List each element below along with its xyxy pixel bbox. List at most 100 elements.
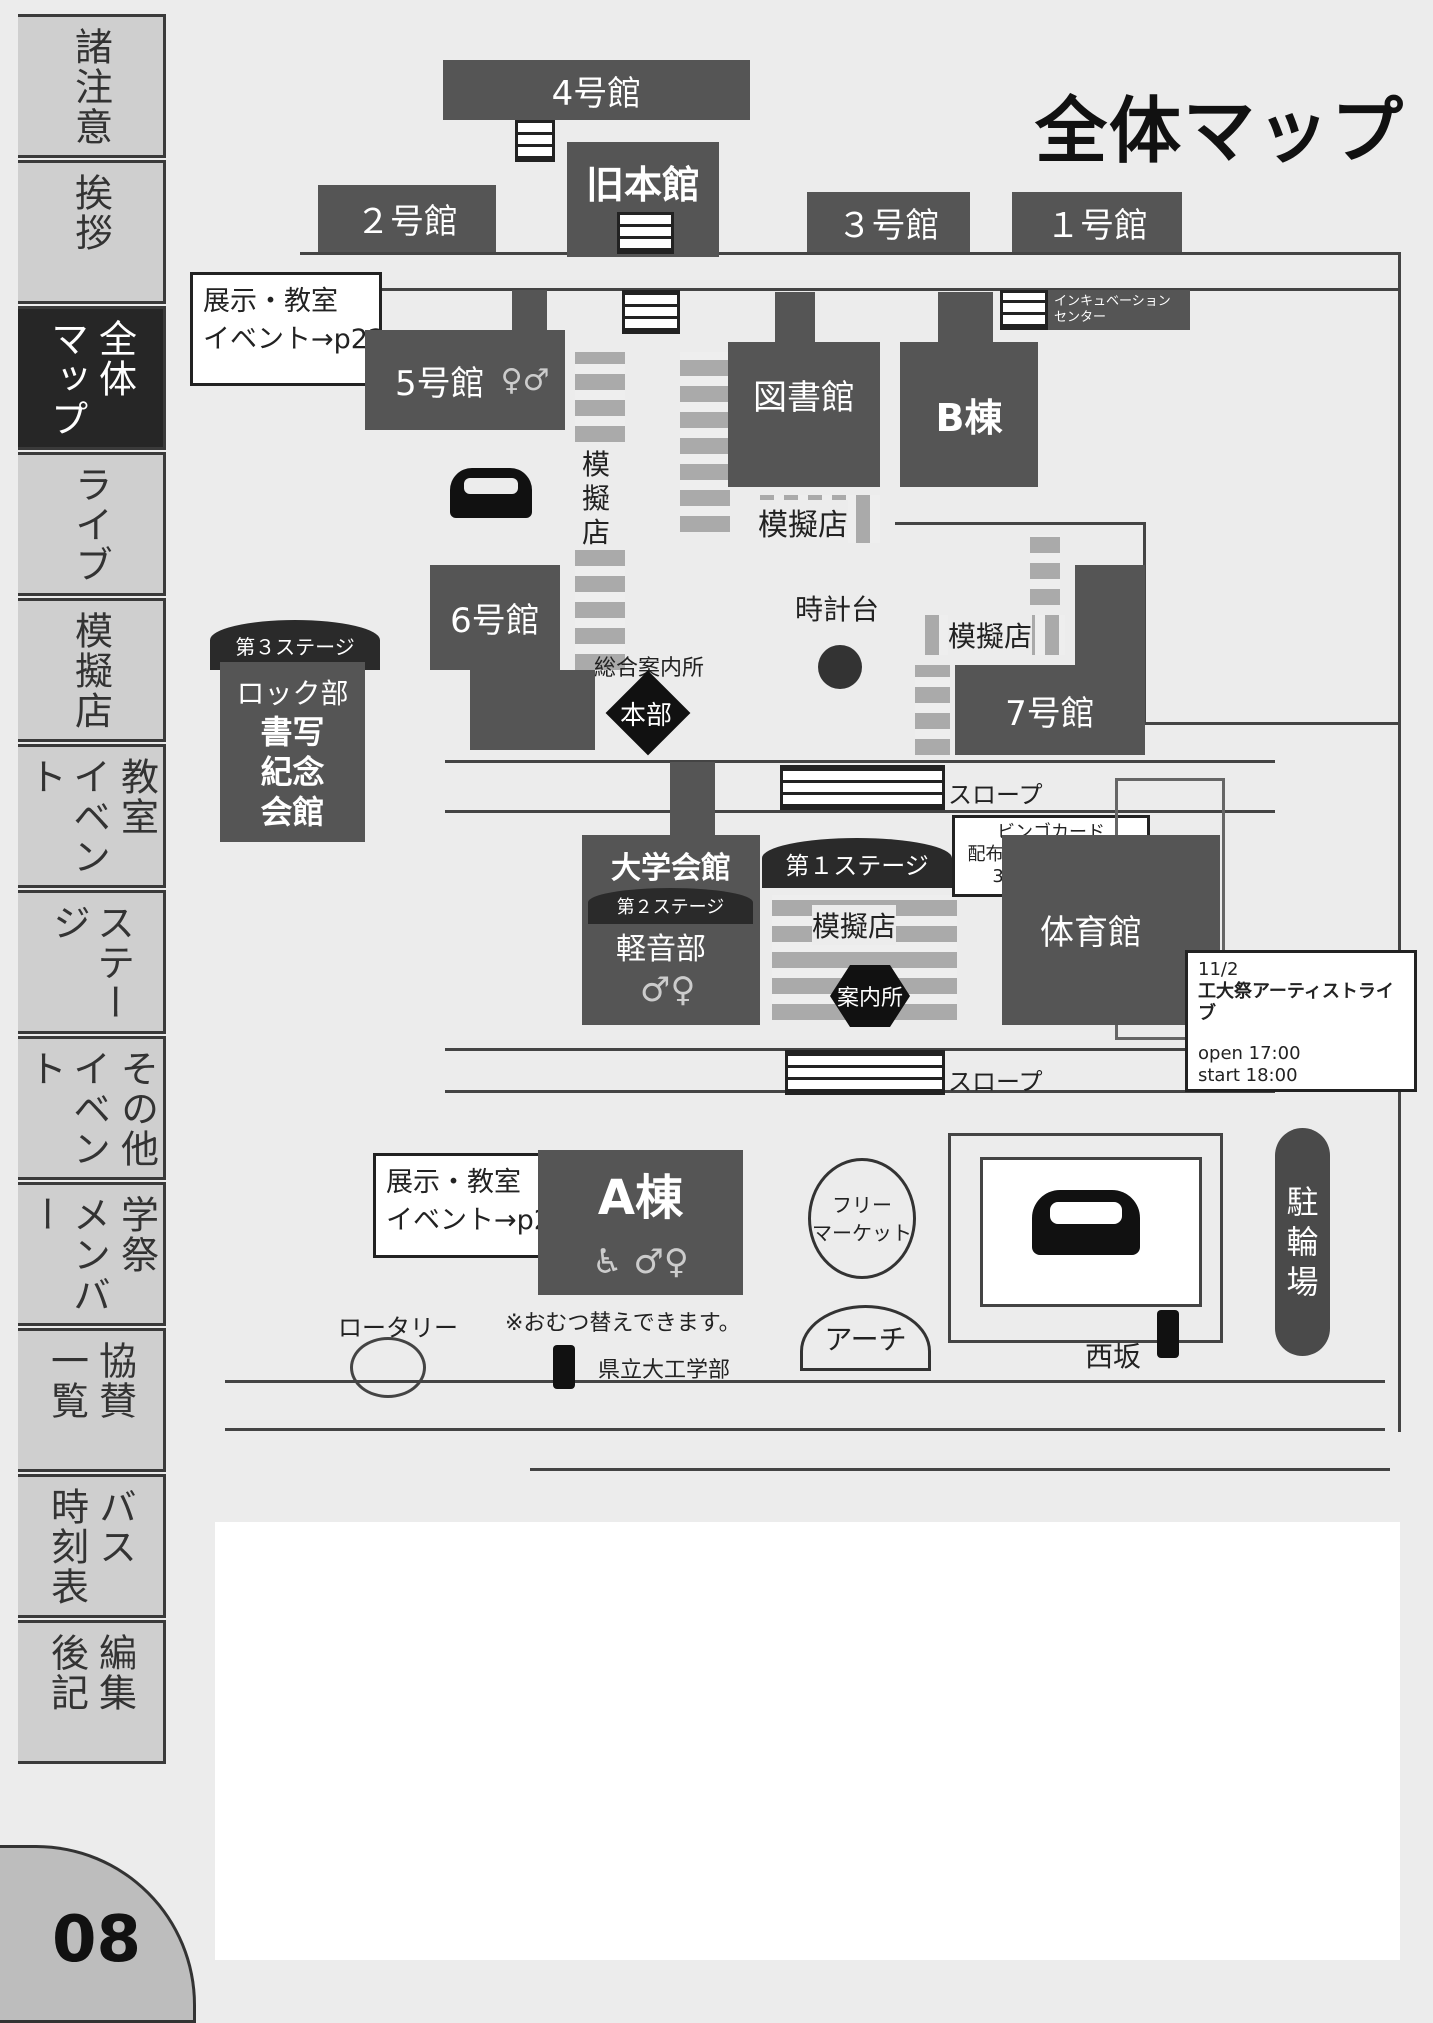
blank-panel xyxy=(215,1522,1400,1960)
university-hall-label: 大学会館 xyxy=(611,851,731,886)
university-hall[interactable]: 大学会館 xyxy=(582,835,760,1025)
section-tab-1[interactable]: 挨拶 xyxy=(18,160,166,304)
building-6-wing xyxy=(470,670,595,750)
section-tab-label: 後記 xyxy=(44,1633,89,1713)
live-title: 工大祭アーティストライブ xyxy=(1198,981,1394,1024)
road xyxy=(445,810,1275,813)
shosha-memorial-hall[interactable]: ロック部 書写 紀念 会館 xyxy=(220,662,365,842)
parking-lot xyxy=(948,1133,1223,1343)
clock-tower-label: 時計台 xyxy=(795,593,880,626)
building-2[interactable]: ２号館 xyxy=(318,185,496,252)
road xyxy=(225,1380,1385,1383)
section-tab-label: 時刻表 xyxy=(44,1487,89,1607)
stall-label-central: 模擬店 xyxy=(812,905,897,945)
stall-area xyxy=(1030,535,1060,605)
stage-1-banner[interactable]: 第１ステージ xyxy=(762,838,952,888)
section-tab-5[interactable]: 教室イベント xyxy=(18,744,166,888)
section-tab-4[interactable]: 模擬店 xyxy=(18,598,166,742)
section-tab-label: 学祭 xyxy=(114,1195,159,1275)
restroom-icon: ♀♂ xyxy=(500,362,550,398)
stall-label-library: 模擬店 xyxy=(758,500,848,544)
section-tab-9[interactable]: 協賛一覧 xyxy=(18,1328,166,1472)
slope-stairs xyxy=(780,765,945,810)
exhibit-callout-p24[interactable]: 展示・教室 イベント→p24 xyxy=(373,1153,568,1258)
building-5[interactable]: 5号館 ♀♂ xyxy=(365,330,565,430)
exhibit-callout-p22[interactable]: 展示・教室 イベント→p22 xyxy=(190,272,385,386)
section-tab-label: 全体 xyxy=(92,319,137,399)
section-tab-label: イベント xyxy=(22,757,111,877)
section-tab-label: 教室 xyxy=(114,757,159,837)
section-tab-8[interactable]: 学祭メンバー xyxy=(18,1182,166,1326)
building-4[interactable]: 4号館 xyxy=(443,60,750,120)
library[interactable]: 図書館 xyxy=(728,342,880,487)
live-start: start 18:00 xyxy=(1198,1065,1298,1086)
car-icon xyxy=(450,468,532,518)
section-tab-label: バス xyxy=(92,1487,137,1567)
nishizaka-label: 西坂 xyxy=(1085,1340,1142,1373)
section-tab-label: 編集 xyxy=(92,1633,137,1713)
bus-stop-icon[interactable] xyxy=(1157,1310,1179,1358)
diaper-note: ※おむつ替えできます。 xyxy=(505,1311,741,1336)
stage-2-banner[interactable]: 第２ステージ xyxy=(588,888,753,924)
section-tab-2[interactable]: 全体マップ xyxy=(18,306,166,450)
page-number-badge: 08 xyxy=(0,1845,196,2023)
building-7[interactable]: 7号館 xyxy=(955,665,1145,755)
library-wing xyxy=(775,292,815,342)
section-tab-label: ライブ xyxy=(68,465,113,585)
slope-label-1: スロープ xyxy=(948,781,1043,809)
bus-stop-icon[interactable] xyxy=(553,1345,575,1389)
live-date: 11/2 xyxy=(1198,959,1239,980)
free-market-circle[interactable]: フリー マーケット xyxy=(808,1158,916,1279)
stall-area xyxy=(915,665,950,755)
road xyxy=(380,288,1400,291)
arch-label: アーチ xyxy=(824,1323,907,1356)
page-number: 08 xyxy=(52,1903,142,1977)
stall-area xyxy=(575,550,625,670)
restroom-icon: ♂♀ xyxy=(640,970,696,1010)
road xyxy=(445,760,1275,763)
section-tab-label: 諸注意 xyxy=(68,27,113,147)
slope-label-2: スロープ xyxy=(948,1068,1043,1096)
building-old-main[interactable]: 旧本館 xyxy=(567,142,719,257)
section-tab-7[interactable]: その他イベント xyxy=(18,1036,166,1180)
rotary-circle xyxy=(350,1337,426,1398)
road xyxy=(895,522,1145,525)
section-tab-label: マップ xyxy=(44,319,89,439)
artist-live-callout[interactable]: 11/2 工大祭アーティストライブ open 17:00 start 18:00 xyxy=(1185,950,1417,1092)
headquarters-label: 本部 xyxy=(620,701,673,731)
incubation-label: インキュベーション センター xyxy=(1054,294,1171,325)
bus-stop-label: 県立大工学部 xyxy=(598,1358,731,1383)
clock-tower-icon[interactable] xyxy=(818,645,862,689)
building-5-wing xyxy=(512,290,547,330)
road xyxy=(300,252,1400,255)
building-3[interactable]: ３号館 xyxy=(807,192,970,252)
incubation-center[interactable]: インキュベーション センター xyxy=(1000,290,1190,330)
free-market-label: フリー マーケット xyxy=(812,1192,912,1245)
section-tab-6[interactable]: ステージ xyxy=(18,890,166,1034)
slope-stairs xyxy=(785,1050,945,1095)
university-hall-wing xyxy=(670,762,715,842)
section-tab-10[interactable]: バス時刻表 xyxy=(18,1474,166,1618)
section-tab-3[interactable]: ライブ xyxy=(18,452,166,596)
stage-3-banner[interactable]: 第３ステージ xyxy=(210,620,380,670)
road xyxy=(530,1468,1390,1471)
rock-club-label: ロック部 xyxy=(236,677,349,710)
gym[interactable] xyxy=(1002,835,1220,1025)
b-building[interactable]: B棟 xyxy=(900,342,1038,487)
building-6[interactable]: 6号館 xyxy=(430,565,560,670)
section-tab-0[interactable]: 諸注意 xyxy=(18,14,166,158)
arch[interactable]: アーチ xyxy=(800,1305,931,1371)
building-1[interactable]: １号館 xyxy=(1012,192,1182,252)
a-building[interactable]: A棟 ♿ ♂♀ xyxy=(538,1150,743,1295)
section-tab-label: 挨拶 xyxy=(68,173,113,253)
road xyxy=(225,1428,1385,1431)
road xyxy=(1398,252,1401,1432)
nursing-restroom-icon: ♿ ♂♀ xyxy=(592,1242,689,1282)
section-tab-label: メンバー xyxy=(22,1195,111,1315)
live-open: open 17:00 xyxy=(1198,1043,1301,1064)
stall-area xyxy=(575,352,625,442)
stall-area xyxy=(680,352,730,532)
bicycle-parking[interactable]: 駐 輪 場 xyxy=(1275,1128,1330,1356)
section-tab-label: イベント xyxy=(22,1049,111,1169)
section-tab-11[interactable]: 編集後記 xyxy=(18,1620,166,1764)
